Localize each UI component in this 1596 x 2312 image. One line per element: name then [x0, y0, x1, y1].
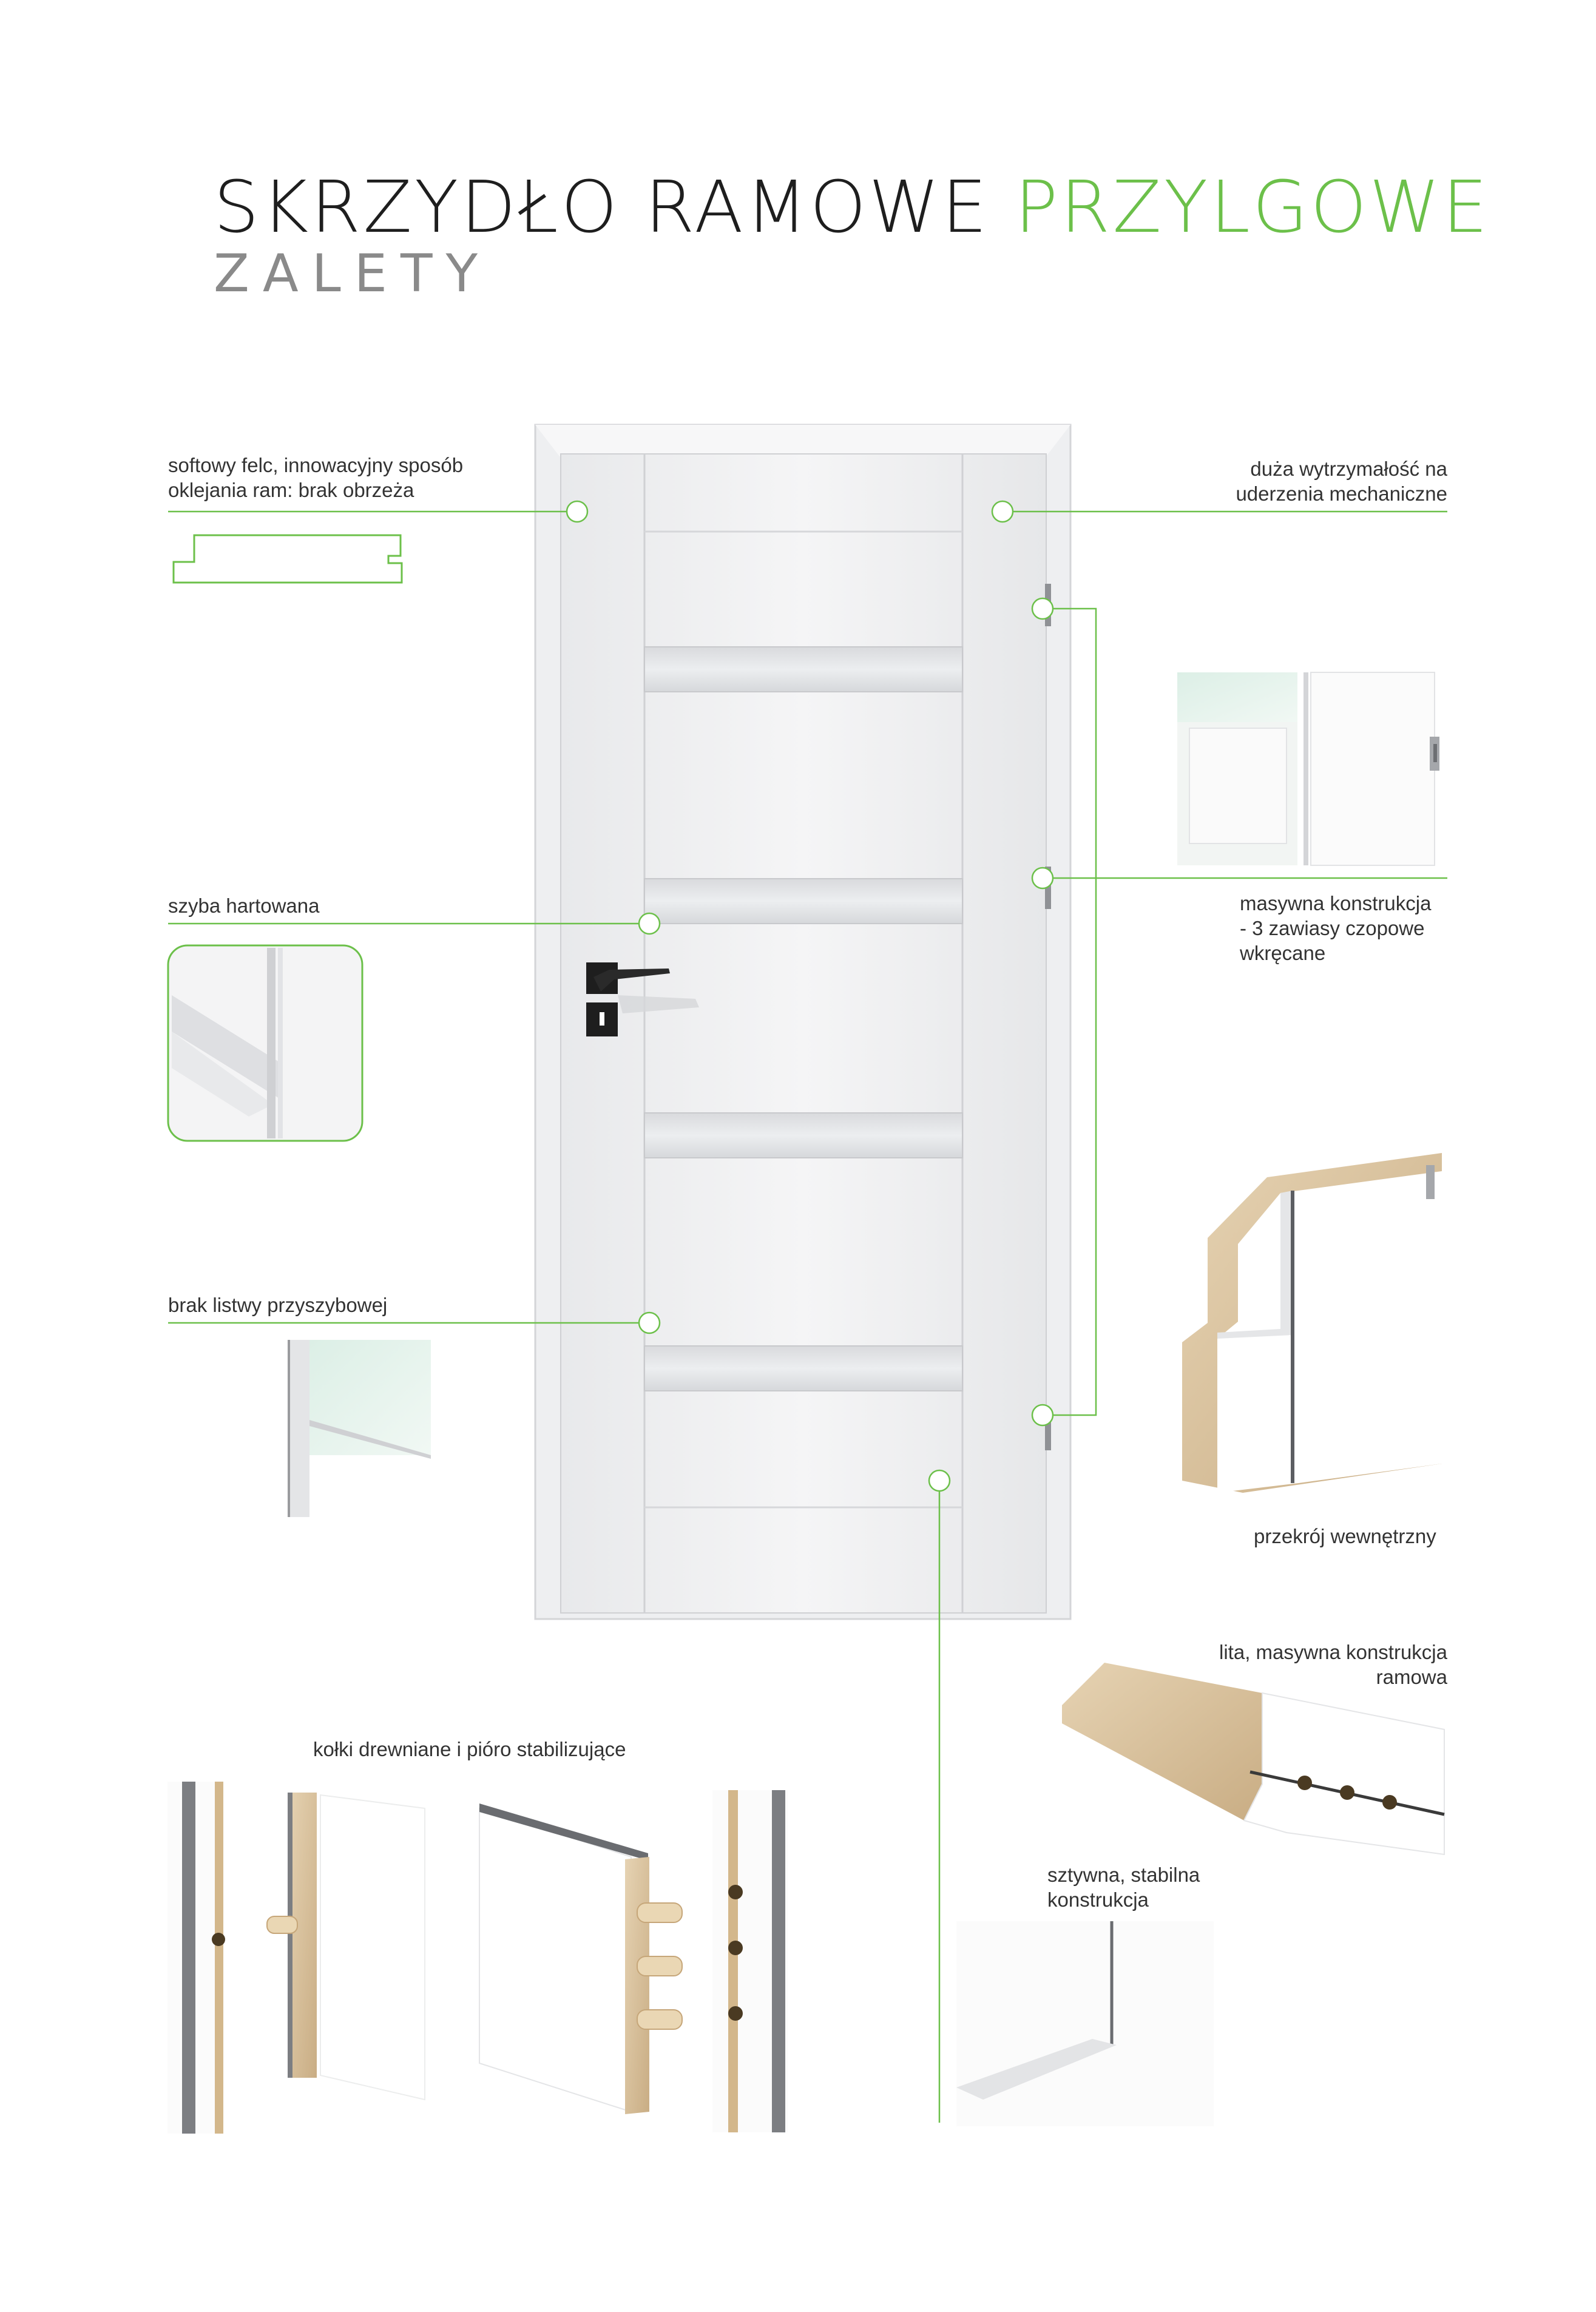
solid-frame-detail: [1062, 1663, 1445, 1856]
glass-pane: [644, 1112, 963, 1158]
dowel-hole: [1382, 1795, 1397, 1810]
callout-circle-wytrzymalosc: [991, 500, 1014, 523]
glass-edge: [172, 995, 279, 1098]
callout-circle-brak-listwy: [638, 1311, 661, 1334]
stable-construction-detail: [956, 1921, 1214, 2126]
hinge-closeup: [1177, 672, 1439, 866]
label-szyba-hartowana: szyba hartowana: [168, 894, 320, 917]
dowel-hole: [1340, 1785, 1354, 1800]
cross-section-face: [1217, 1171, 1442, 1493]
label-line: oklejania ram: brak obrzeża: [168, 479, 414, 501]
hinge-icon: [1426, 1165, 1435, 1199]
callout-circle-hinge: [1031, 597, 1054, 620]
profile-icon: [172, 534, 403, 584]
dowel-hole: [212, 1933, 225, 1946]
label-przekroj: przekrój wewnętrzny: [1254, 1525, 1436, 1547]
title-part1: SKRZYDŁO RAMOWE: [214, 165, 990, 249]
dowel-hole: [728, 2006, 743, 2021]
handle-shadow: [618, 995, 699, 1013]
label-line: ramowa: [1376, 1666, 1447, 1688]
solid-frame-wood: [1062, 1663, 1262, 1820]
glass-pane: [644, 1345, 963, 1391]
label-kolki: kołki drewniane i pióro stabilizujące: [313, 1738, 626, 1760]
label-brak-listwy: brak listwy przyszybowej: [168, 1294, 388, 1316]
dowel: [266, 1916, 298, 1934]
label-line: uderzenia mechaniczne: [1236, 482, 1447, 505]
label-line: konstrukcja: [1047, 1888, 1149, 1911]
label-line: wkręcane: [1240, 942, 1326, 964]
label-masywna-konstrukcja: masywna konstrukcja - 3 zawiasy czopowe …: [1240, 891, 1431, 965]
label-line: - 3 zawiasy czopowe: [1240, 917, 1425, 939]
dowel: [637, 1956, 683, 1976]
label-line: masywna konstrukcja: [1240, 892, 1432, 914]
callout-circle-hinge: [1031, 867, 1054, 890]
glass-profile: [278, 948, 283, 1138]
brak-listwy-detail: [288, 1340, 431, 1517]
glass-pane: [644, 878, 963, 924]
hinge-icon: [1045, 1408, 1051, 1450]
label-lita-masywna: lita, masywna konstrukcja ramowa: [1219, 1640, 1447, 1689]
panel-wood: [625, 1857, 649, 2114]
keyhole-icon: [600, 1012, 604, 1026]
cross-section-shadow: [1217, 1191, 1293, 1339]
hinge-pin: [1433, 744, 1437, 762]
glass-sample: [309, 1340, 431, 1455]
label-softowy-felc: softowy felc, innowacyjny sposób oklejan…: [168, 453, 463, 502]
frame-profile: [288, 1340, 309, 1517]
dowel: [637, 2009, 683, 2030]
solid-frame-face: [1243, 1692, 1445, 1856]
panel-edge: [479, 1803, 648, 1861]
callout-lines: [168, 500, 1447, 2123]
door-frame-top-bevel: [535, 425, 1070, 456]
callout-circle-sztywna: [928, 1469, 951, 1492]
panel-face: [320, 1794, 425, 2101]
door-leaf: [560, 453, 1047, 1614]
title-part2: PRZYLGOWE: [1015, 165, 1490, 249]
door-illustration: [534, 424, 1072, 1620]
hinge-closeup-glass: [1177, 672, 1297, 722]
dowel-detail-profile: [167, 1782, 225, 2134]
dowel-hole: [728, 1941, 743, 1955]
panel-face: [479, 1807, 632, 2113]
stable-detail-panel: [956, 1921, 1214, 2126]
cross-section: [1182, 1153, 1442, 1493]
page-subtitle: ZALETY: [214, 243, 492, 304]
dowel-hole: [728, 1885, 743, 1899]
callout-circle-szyba: [638, 912, 661, 935]
glass-profile: [267, 948, 276, 1138]
page-title: SKRZYDŁO RAMOWE PRZYLGOWE: [214, 171, 1490, 243]
dowel: [637, 1902, 683, 1923]
dowel-detail-tongue: [266, 1793, 425, 2101]
dowel-detail-perspective: [479, 1803, 683, 2114]
door-handle: [586, 962, 699, 1036]
label-line: duża wytrzymałość na: [1250, 458, 1447, 480]
profile-edge: [182, 1782, 195, 2134]
glass-pane: [644, 646, 963, 692]
label-line: lita, masywna konstrukcja: [1219, 1641, 1447, 1663]
profile-edge: [772, 1790, 785, 2132]
hinge-closeup-gap: [1304, 672, 1308, 865]
hinge-icon: [1045, 867, 1051, 909]
hinge-closeup-right-panel: [1310, 672, 1435, 866]
label-line: sztywna, stabilna: [1047, 1864, 1200, 1886]
frame-edge: [309, 1420, 431, 1459]
dowel-hole: [1297, 1776, 1312, 1790]
label-duza-wytrzymalosc: duża wytrzymałość na uderzenia mechanicz…: [1236, 456, 1447, 506]
glass-edge: [172, 1032, 273, 1117]
hinge-closeup-panel: [1189, 728, 1287, 844]
profile-wood: [728, 1790, 738, 2132]
handle-lever: [593, 968, 670, 992]
callout-bracket-hinges: [1053, 607, 1097, 1416]
stable-detail-edge: [956, 2039, 1117, 2100]
label-sztywna: sztywna, stabilna konstrukcja: [1047, 1862, 1200, 1912]
dowel-detail-holes: [712, 1790, 788, 2132]
callout-circle-hinge: [1031, 1404, 1054, 1427]
tongue-edge: [288, 1793, 292, 2078]
szyba-detail: [167, 944, 363, 1142]
label-line: softowy felc, innowacyjny sposób: [168, 454, 464, 476]
profile-wood: [215, 1782, 223, 2134]
callout-circle-softowy-felc: [566, 500, 589, 523]
